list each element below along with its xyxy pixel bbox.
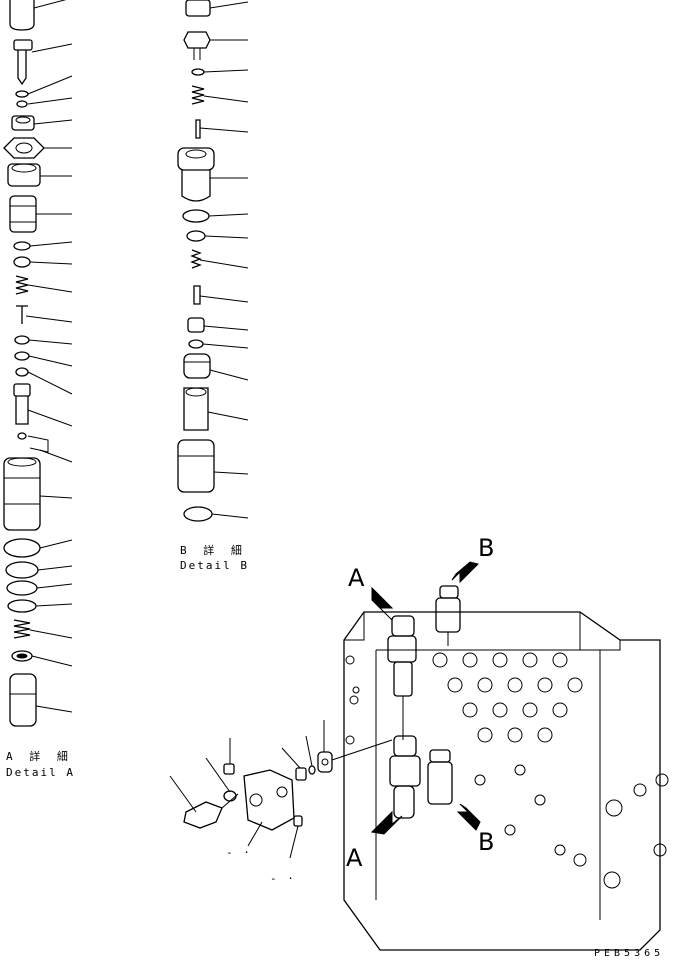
view-label-a-top: A	[348, 564, 365, 592]
detail-a-title-en: Detail A	[6, 766, 75, 779]
cover-parts	[169, 720, 393, 859]
detail-a-parts	[3, 0, 73, 727]
control-valve-assembly	[343, 561, 669, 951]
view-label-a-bottom: A	[346, 844, 363, 872]
view-label-b-top: B	[478, 534, 495, 562]
detail-b-parts	[177, 0, 249, 522]
detail-b-title-en: Detail B	[180, 559, 249, 572]
view-label-b-bottom: B	[478, 828, 495, 856]
ref-dash-left: - ·	[226, 846, 252, 859]
detail-a-title-jp: A 詳 細	[6, 750, 73, 763]
detail-b-title-jp: B 詳 細	[180, 544, 247, 557]
drawing-number: PEB5365	[594, 948, 665, 959]
ref-dash-right: - ·	[270, 872, 296, 885]
